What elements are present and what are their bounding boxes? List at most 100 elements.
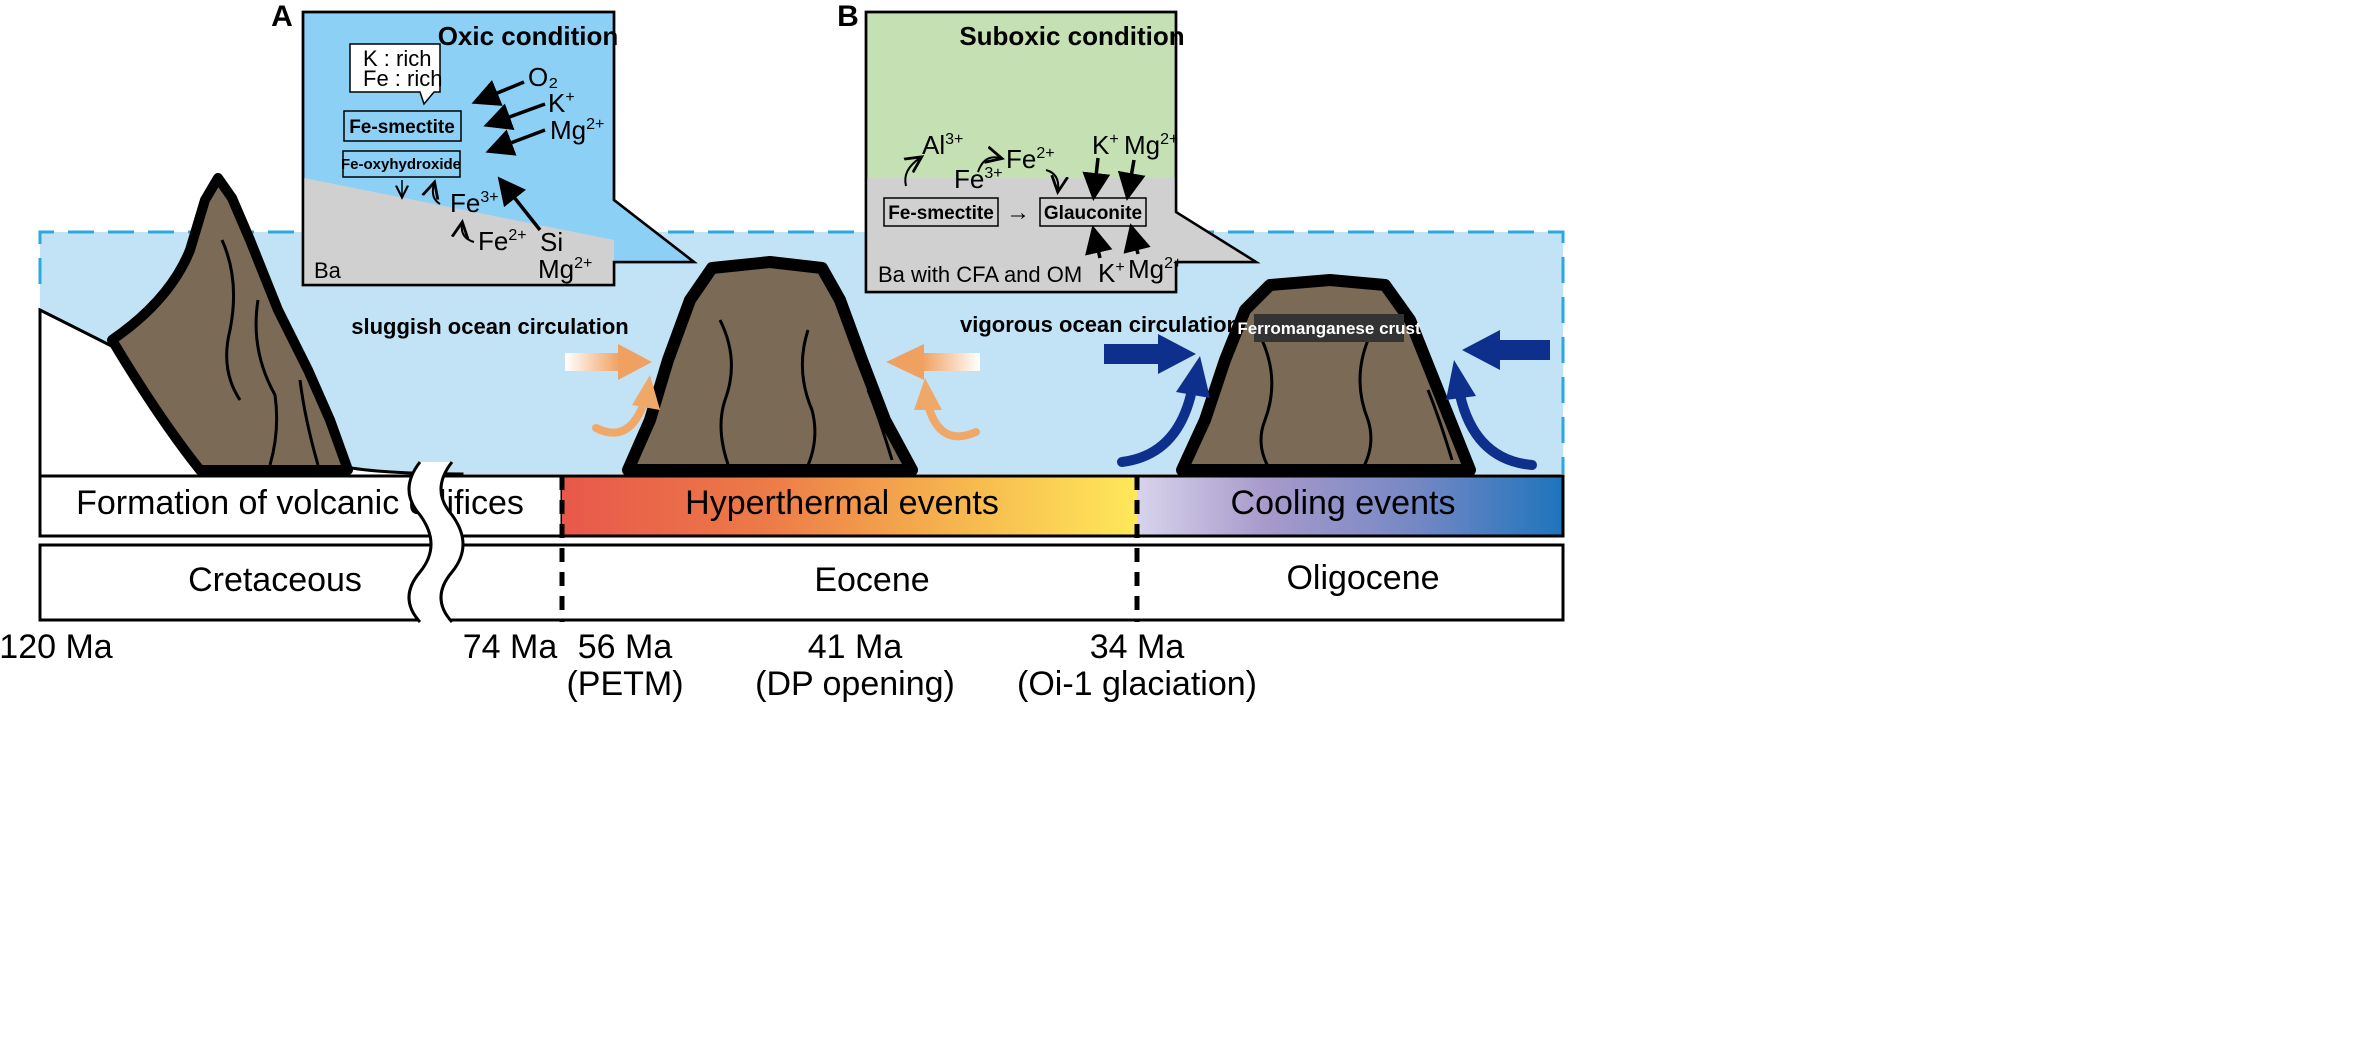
panel-a-title: Oxic condition (438, 21, 619, 51)
mg-bottom-arrow (1123, 223, 1151, 255)
panel-b: B Suboxic condition Al3+ Fe3+ Fe2+ K+ Mg… (837, 0, 1261, 294)
panel-a-mg-label: Mg2+ (550, 115, 604, 145)
vigorous-circulation-label: vigorous ocean circulation (960, 312, 1240, 337)
ocean-surface-dashed-line (38, 230, 1565, 474)
panel-a-fe3-sup: 3+ (480, 189, 498, 206)
panel-a-substrate: Ba (314, 258, 342, 283)
formation-event-label: Formation of volcanic edifices (76, 484, 524, 522)
panel-b-substrate: Ba with CFA and OM (878, 262, 1082, 287)
hyperthermal-event-label: Hyperthermal events (685, 484, 999, 522)
panel-a-fe-oxyhydroxide-label: Fe-oxyhydroxide (341, 156, 461, 173)
panel-b-mg-bottom-label: Mg2+ (1128, 254, 1182, 284)
sluggish-arrow-left-curved (592, 396, 649, 437)
mg-arrow (485, 128, 546, 156)
o2-arrow (471, 80, 525, 106)
panel-a-letter: A (271, 0, 293, 33)
panel-b-callout-outline (864, 10, 1261, 294)
fe3-to-oxyhydroxide-arrow (433, 184, 441, 205)
panel-a-k-label: K+ (548, 88, 575, 118)
panel-b-k-bottom-sup: + (1115, 259, 1124, 276)
time-break-line-left (407, 461, 433, 624)
panel-a-speech-bubble (349, 43, 441, 106)
age-34ma: 34 Ma (1090, 628, 1185, 666)
panel-a-mg-sup: 2+ (586, 116, 604, 133)
panel-b-fe2-label: Fe2+ (1006, 144, 1055, 174)
fe2-to-glauconite-arrow (1045, 169, 1058, 190)
cooling-event-box (1137, 476, 1563, 536)
panel-b-k-top-sup: + (1109, 131, 1118, 148)
fe2-to-fe3-arrow (462, 224, 475, 243)
vigorous-arrow-left-curved-head (1176, 356, 1210, 398)
age-41ma-note: (DP opening) (755, 665, 955, 703)
age-56ma-note: (PETM) (566, 665, 683, 703)
panel-a-callout-tail-sediment (614, 240, 694, 262)
cretaceous-seamount (107, 173, 353, 475)
panel-b-fe-smectite-box (883, 197, 999, 227)
panel-a-k: K (548, 88, 566, 118)
vigorous-arrow-left-straight (1104, 334, 1196, 374)
panel-b-k-bottom-label: K+ (1098, 258, 1125, 288)
panel-b-mg-bottom: Mg (1128, 254, 1164, 284)
hyperthermal-event-box (562, 476, 1137, 536)
panel-b-fe2: Fe (1006, 144, 1036, 174)
panel-a: A Oxic condition K : rich Fe : rich Fe-s… (271, 0, 698, 287)
panel-a-mg: Mg (550, 115, 586, 145)
panel-b-k-top-label: K+ (1092, 130, 1119, 160)
vigorous-arrow-right-curved-head (1446, 360, 1476, 400)
age-41ma: 41 Ma (808, 628, 903, 666)
panel-a-mg-bottom-sup: 2+ (574, 255, 592, 272)
period-bar (38, 543, 1565, 622)
fe3-to-al-arrow (905, 158, 920, 187)
panel-a-fe2-sup: 2+ (508, 227, 526, 244)
sluggish-arrow-left-curved-head (632, 375, 660, 410)
age-74ma: 74 Ma (463, 628, 558, 666)
panel-b-title: Suboxic condition (959, 21, 1184, 51)
time-break-fill (409, 462, 463, 622)
k-arrow (483, 102, 546, 130)
panel-b-letter: B (837, 0, 859, 33)
panel-a-o2: O₂ (528, 62, 558, 92)
panel-b-fe3-sup: 3+ (984, 165, 1002, 182)
panel-a-fe-smectite-box (343, 110, 462, 142)
panel-b-al-label: Al3+ (922, 130, 963, 160)
si-arrow (497, 176, 542, 232)
eocene-seamount (622, 256, 918, 476)
speech-line-2: Fe : rich (363, 66, 442, 91)
sluggish-arrow-right-curved-head (914, 378, 942, 410)
fe3-to-fe2-arrow (977, 157, 1000, 173)
panel-b-fe-smectite-label: Fe-smectite (888, 203, 994, 224)
sluggish-arrow-left-straight (565, 344, 652, 380)
k-bottom-arrow (1085, 225, 1113, 259)
panel-a-mg-bottom: Mg (538, 254, 574, 284)
ferromanganese-crust-band (1254, 314, 1404, 342)
panel-b-mg-top: Mg (1124, 130, 1160, 160)
panel-b-fe2-sup: 2+ (1036, 145, 1054, 162)
speech-line-1: K : rich (363, 46, 431, 71)
panel-b-mg-top-label: Mg2+ (1124, 130, 1178, 160)
cooling-event-label: Cooling events (1231, 484, 1456, 522)
panel-b-k-bottom: K (1098, 258, 1116, 288)
panel-b-transform-arrow: → (1006, 199, 1030, 226)
vigorous-arrow-right-curved (1455, 390, 1537, 470)
panel-a-fe-oxyhydroxide-box (342, 150, 461, 178)
vigorous-arrow-right-straight (1462, 330, 1550, 370)
panel-a-mg-bottom-label: Mg2+ (538, 254, 592, 284)
panel-a-fe-smectite-label: Fe-smectite (349, 117, 455, 138)
panel-b-mg-bottom-sup: 2+ (1164, 255, 1182, 272)
mg-top-arrow (1117, 159, 1146, 201)
ferromanganese-crust-label: Ferromanganese crust (1237, 319, 1421, 338)
oligocene-label: Oligocene (1286, 559, 1439, 597)
vigorous-arrow-left-curved (1117, 385, 1197, 467)
k-top-arrow (1082, 157, 1111, 201)
sluggish-arrow-right-curved (924, 401, 980, 441)
panel-a-k-sup: + (565, 89, 574, 106)
panel-a-sediment (304, 178, 694, 284)
time-break-line-right (439, 461, 465, 624)
panel-b-k-top: K (1092, 130, 1110, 160)
eocene-label: Eocene (814, 561, 929, 599)
age-56ma: 56 Ma (578, 628, 673, 666)
age-120ma: 120 Ma (0, 628, 113, 666)
panel-a-fe2-label: Fe2+ (478, 226, 527, 256)
panel-a-si: Si (540, 227, 563, 257)
panel-b-glauconite-label: Glauconite (1044, 203, 1142, 224)
